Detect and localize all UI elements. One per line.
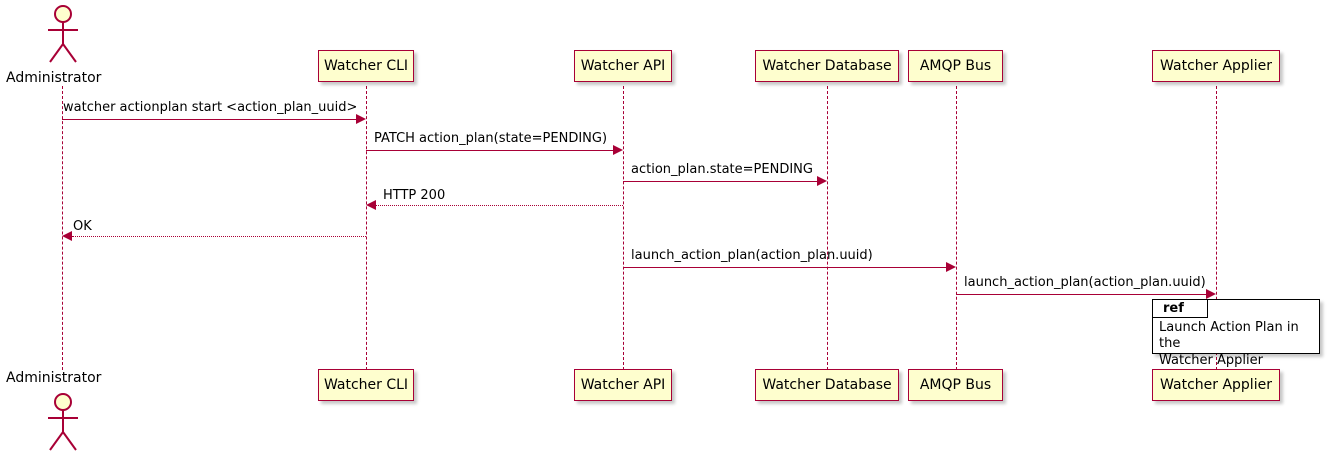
message-arrowhead-5 bbox=[62, 231, 72, 241]
actor-administrator-bottom-label: Administrator bbox=[6, 370, 102, 386]
ref-fragment[interactable]: ref Launch Action Plan in the Watcher Ap… bbox=[1152, 299, 1320, 368]
message-line-3 bbox=[623, 181, 817, 182]
message-label-7: launch_action_plan(action_plan.uuid) bbox=[964, 275, 1206, 290]
ref-fragment-tab-label: ref bbox=[1153, 300, 1208, 318]
message-line-2 bbox=[366, 150, 613, 151]
message-arrowhead-6 bbox=[946, 262, 956, 272]
message-label-4: HTTP 200 bbox=[383, 188, 446, 203]
participant-watcher-api-bottom[interactable]: Watcher API bbox=[574, 369, 672, 401]
ref-fragment-tab-corner bbox=[1208, 300, 1217, 318]
message-label-6: launch_action_plan(action_plan.uuid) bbox=[631, 248, 873, 263]
actor-administrator-bottom-icon bbox=[48, 393, 78, 451]
message-arrowhead-3 bbox=[817, 176, 827, 186]
participant-watcher-cli-bottom[interactable]: Watcher CLI bbox=[318, 369, 414, 401]
participant-watcher-applier-top[interactable]: Watcher Applier bbox=[1152, 50, 1280, 82]
message-label-2: PATCH action_plan(state=PENDING) bbox=[374, 131, 608, 146]
lifeline-administrator bbox=[62, 86, 63, 370]
lifeline-amqp-bus bbox=[956, 86, 957, 370]
ref-fragment-body: Launch Action Plan in the Watcher Applie… bbox=[1159, 320, 1299, 368]
message-line-5 bbox=[72, 236, 366, 237]
lifeline-watcher-applier bbox=[1216, 86, 1217, 370]
message-line-1 bbox=[62, 119, 356, 120]
participant-watcher-cli-top[interactable]: Watcher CLI bbox=[318, 50, 414, 82]
message-arrowhead-7 bbox=[1206, 289, 1216, 299]
participant-watcher-database-bottom[interactable]: Watcher Database bbox=[755, 369, 899, 401]
actor-administrator-top-icon bbox=[48, 5, 78, 63]
participant-watcher-applier-bottom[interactable]: Watcher Applier bbox=[1152, 369, 1280, 401]
message-line-4 bbox=[376, 205, 623, 206]
message-line-7 bbox=[956, 294, 1206, 295]
message-arrowhead-2 bbox=[613, 145, 623, 155]
participant-amqp-bus-bottom[interactable]: AMQP Bus bbox=[908, 369, 1003, 401]
message-line-6 bbox=[623, 267, 946, 268]
lifeline-watcher-api bbox=[623, 86, 624, 370]
message-arrowhead-1 bbox=[356, 114, 366, 124]
message-arrowhead-4 bbox=[366, 200, 376, 210]
message-label-1: watcher actionplan start <action_plan_uu… bbox=[63, 100, 358, 115]
lifeline-watcher-cli bbox=[366, 86, 367, 370]
participant-amqp-bus-top[interactable]: AMQP Bus bbox=[908, 50, 1003, 82]
message-label-5: OK bbox=[73, 219, 92, 234]
participant-watcher-api-top[interactable]: Watcher API bbox=[574, 50, 672, 82]
actor-administrator-top-label: Administrator bbox=[6, 70, 102, 86]
participant-watcher-database-top[interactable]: Watcher Database bbox=[755, 50, 899, 82]
lifeline-watcher-database bbox=[827, 86, 828, 370]
message-label-3: action_plan.state=PENDING bbox=[631, 162, 813, 177]
